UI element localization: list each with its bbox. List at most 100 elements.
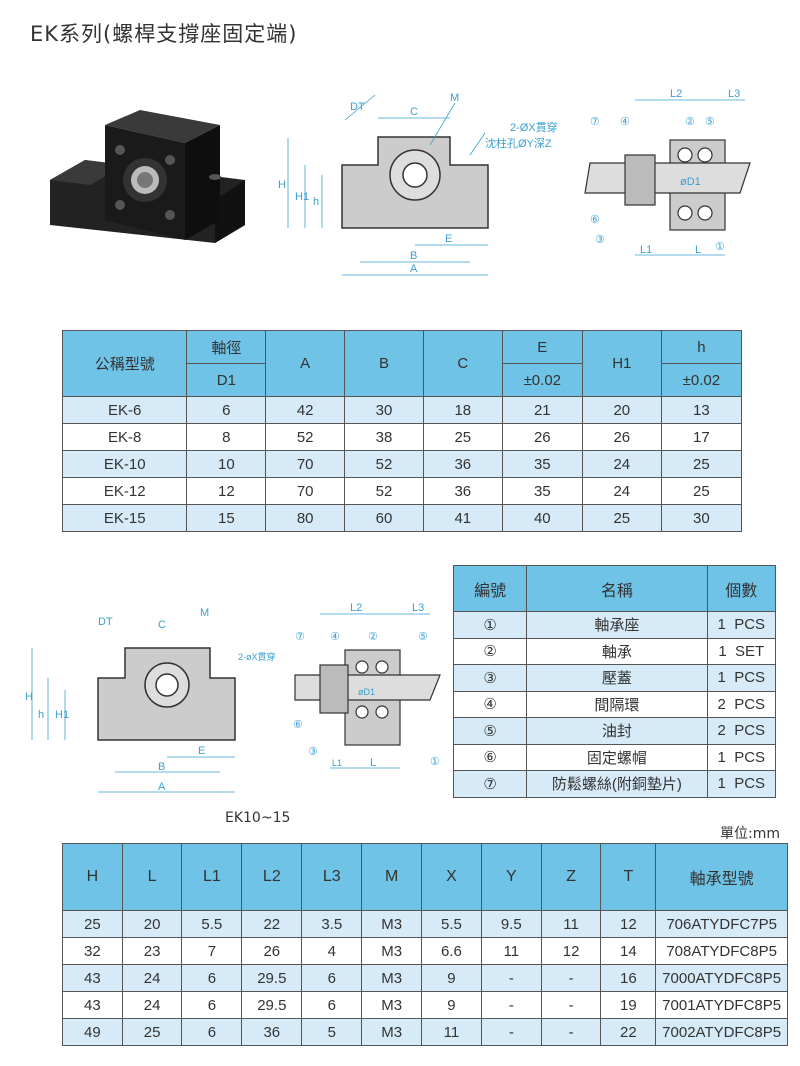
header-A: A bbox=[265, 330, 346, 397]
callout-2: ② bbox=[685, 116, 695, 128]
table-cell: ⑤ bbox=[452, 717, 528, 745]
callout-3: ③ bbox=[595, 234, 605, 246]
table-cell: M3 bbox=[361, 937, 423, 965]
table-cell: EK-12 bbox=[61, 477, 188, 505]
dim-label-L1: L1 bbox=[332, 758, 342, 768]
table-cell: 6 bbox=[181, 1018, 243, 1046]
table-header: Z bbox=[540, 843, 602, 911]
table-cell: 38 bbox=[344, 423, 424, 451]
hole-note-2: 沈柱孔ØY深Z bbox=[485, 136, 552, 150]
dim-label-A: A bbox=[410, 263, 418, 275]
table-cell: 52 bbox=[265, 423, 346, 451]
table-cell: 26 bbox=[501, 423, 583, 451]
table-cell: 22 bbox=[600, 1018, 657, 1046]
table-cell: 30 bbox=[660, 504, 743, 532]
callout-5: ⑤ bbox=[418, 631, 428, 643]
dim-label-A: A bbox=[158, 781, 166, 793]
table-header: L bbox=[121, 843, 183, 911]
table-cell: 36 bbox=[422, 477, 503, 505]
table-cell: 24 bbox=[121, 964, 183, 992]
table-cell: 防鬆螺絲(附銅墊片) bbox=[526, 770, 708, 798]
table-cell: 3.5 bbox=[301, 910, 363, 938]
table-cell: 26 bbox=[581, 423, 662, 451]
table-cell: 80 bbox=[265, 504, 346, 532]
table-cell: 25 bbox=[422, 423, 503, 451]
table-cell: 6 bbox=[181, 964, 243, 992]
table-cell: 1 PCS bbox=[706, 743, 777, 771]
table-cell: 25 bbox=[62, 910, 123, 938]
table-cell: 70 bbox=[265, 477, 346, 505]
dim-label-H1: H1 bbox=[295, 191, 309, 203]
callout-4: ④ bbox=[620, 116, 630, 128]
table-cell: 23 bbox=[121, 937, 183, 965]
table-cell: 6 bbox=[301, 964, 363, 992]
table-cell: 19 bbox=[600, 991, 657, 1019]
table-cell: M3 bbox=[361, 964, 423, 992]
table-header: T bbox=[600, 843, 657, 911]
table-cell: 15 bbox=[186, 504, 267, 532]
table-header: L3 bbox=[301, 843, 363, 911]
callout-3: ③ bbox=[308, 746, 318, 758]
table-cell: 18 bbox=[422, 396, 503, 424]
table-cell: 9 bbox=[421, 964, 482, 992]
table-cell: 43 bbox=[62, 964, 123, 992]
table-cell: 5.5 bbox=[181, 910, 243, 938]
table-cell: 11 bbox=[421, 1018, 482, 1046]
table-cell: 35 bbox=[501, 450, 583, 478]
table-cell: - bbox=[540, 964, 602, 992]
dim-label-L3: L3 bbox=[728, 88, 740, 100]
table-cell: 24 bbox=[581, 450, 662, 478]
table-header: L1 bbox=[181, 843, 243, 911]
dim-label-DT: DT bbox=[98, 616, 113, 628]
header-H1: H1 bbox=[581, 330, 662, 397]
table-cell: - bbox=[480, 1018, 542, 1046]
table-cell: 11 bbox=[480, 937, 542, 965]
table-cell: EK-10 bbox=[61, 450, 188, 478]
table-cell: - bbox=[540, 991, 602, 1019]
table-cell: 1 PCS bbox=[706, 664, 777, 692]
table-cell: 16 bbox=[600, 964, 657, 992]
table-cell: 17 bbox=[660, 423, 743, 451]
header-h: h bbox=[660, 330, 743, 364]
hole-note: 2-øX貫穿 bbox=[238, 651, 276, 662]
dim-label-H1: H1 bbox=[55, 709, 69, 721]
callout-6: ⑥ bbox=[293, 719, 303, 731]
table-cell: 6 bbox=[186, 396, 267, 424]
dim-label-C: C bbox=[158, 619, 166, 631]
table-cell: ④ bbox=[452, 690, 528, 718]
table-header: H bbox=[62, 843, 123, 911]
header-E: E bbox=[501, 330, 583, 364]
table-cell: 9 bbox=[421, 991, 482, 1019]
header-h-tolerance: ±0.02 bbox=[660, 363, 743, 397]
table-cell: M3 bbox=[361, 991, 423, 1019]
diagram-caption: EK10~15 bbox=[225, 810, 291, 826]
table-header: Y bbox=[480, 843, 542, 911]
table-cell: 7002ATYDFC8P5 bbox=[655, 1018, 788, 1046]
callout-1: ① bbox=[715, 241, 725, 253]
table-header: X bbox=[421, 843, 482, 911]
table-cell: 52 bbox=[344, 450, 424, 478]
table-cell: 12 bbox=[540, 937, 602, 965]
table-cell: 42 bbox=[265, 396, 346, 424]
table-cell: 49 bbox=[62, 1018, 123, 1046]
table-header: 個數 bbox=[706, 565, 777, 612]
table-cell: 25 bbox=[660, 450, 743, 478]
table-cell: 10 bbox=[186, 450, 267, 478]
table-header: M bbox=[361, 843, 423, 911]
table-cell: 29.5 bbox=[241, 964, 303, 992]
table-cell: 60 bbox=[344, 504, 424, 532]
table-cell: 36 bbox=[422, 450, 503, 478]
table-cell: 7001ATYDFC8P5 bbox=[655, 991, 788, 1019]
header-D1: D1 bbox=[186, 363, 267, 397]
table-cell: 12 bbox=[600, 910, 657, 938]
table-cell: M3 bbox=[361, 910, 423, 938]
